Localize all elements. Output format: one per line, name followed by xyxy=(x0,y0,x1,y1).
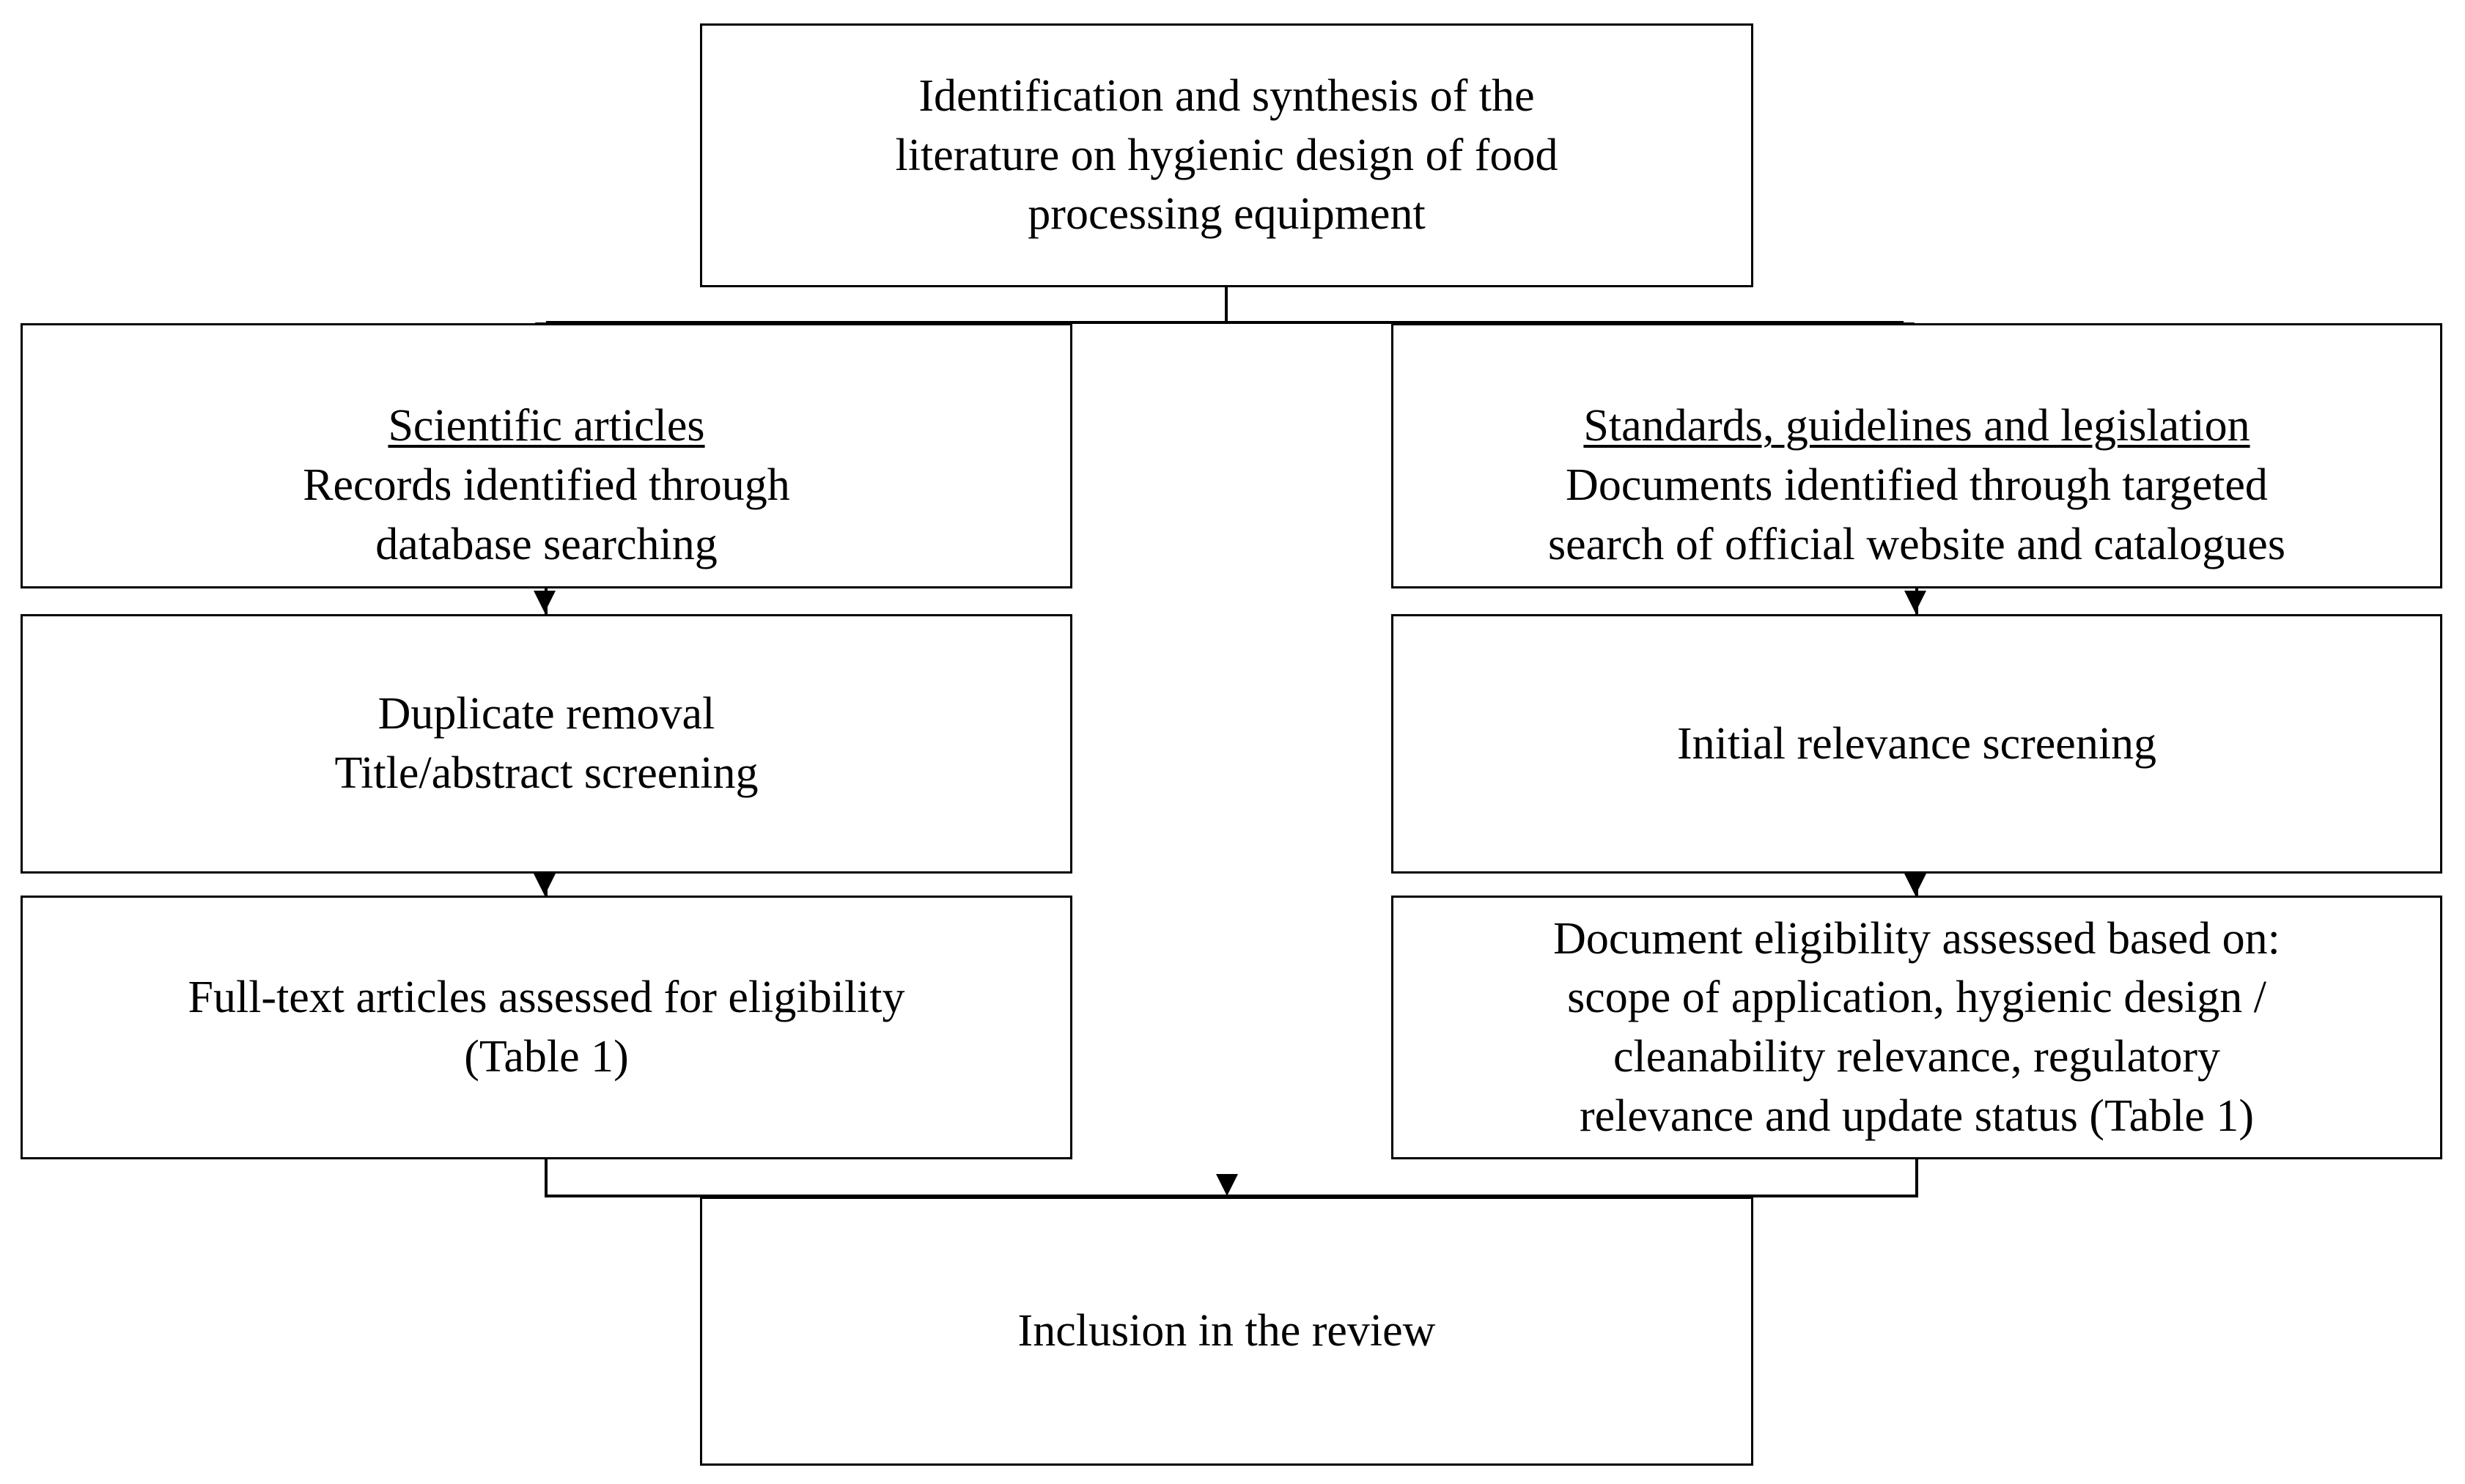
node-inclusion-in-review[interactable]: Inclusion in the review xyxy=(700,1197,1753,1466)
node-inclusion-in-review-text: Inclusion in the review xyxy=(1017,1306,1436,1356)
connector-merge-bar xyxy=(545,1195,1918,1197)
node-duplicate-removal-screening[interactable]: Duplicate removal Title/abstract screeni… xyxy=(21,614,1072,874)
node-duplicate-removal-text: Duplicate removal Title/abstract screeni… xyxy=(334,689,759,798)
arrowhead-down-icon-merge xyxy=(1216,1174,1238,1196)
node-scientific-articles-text: Records identified through database sear… xyxy=(303,460,790,569)
node-identification-synthesis-text: Identification and synthesis of the lite… xyxy=(895,71,1558,240)
node-document-eligibility-text: Document eligibility assessed based on: … xyxy=(1553,913,2280,1141)
arrowhead-down-icon-left-2 xyxy=(534,874,556,896)
arrowhead-down-icon-right-1 xyxy=(1904,591,1926,613)
node-standards-guidelines-text: Documents identified through targeted se… xyxy=(1548,460,2285,569)
connector-split-bar xyxy=(546,321,1904,324)
connector-merge-stem-left xyxy=(545,1159,548,1197)
arrowhead-down-icon-right-2 xyxy=(1904,874,1926,896)
node-full-text-eligibility-text: Full-text articles assessed for eligibil… xyxy=(188,972,905,1082)
node-initial-relevance-screening[interactable]: Initial relevance screening xyxy=(1391,614,2442,874)
node-scientific-articles-heading: Scientific articles xyxy=(388,401,705,451)
node-identification-synthesis[interactable]: Identification and synthesis of the lite… xyxy=(700,23,1753,287)
connector-split-stem xyxy=(1225,287,1228,324)
node-full-text-eligibility[interactable]: Full-text articles assessed for eligibil… xyxy=(21,896,1072,1159)
node-initial-relevance-screening-text: Initial relevance screening xyxy=(1676,718,2157,769)
node-standards-guidelines-heading: Standards, guidelines and legislation xyxy=(1583,401,2250,451)
arrowhead-down-icon-left-1 xyxy=(534,591,556,613)
connector-merge-stem-right xyxy=(1915,1159,1918,1197)
node-document-eligibility[interactable]: Document eligibility assessed based on: … xyxy=(1391,896,2442,1159)
